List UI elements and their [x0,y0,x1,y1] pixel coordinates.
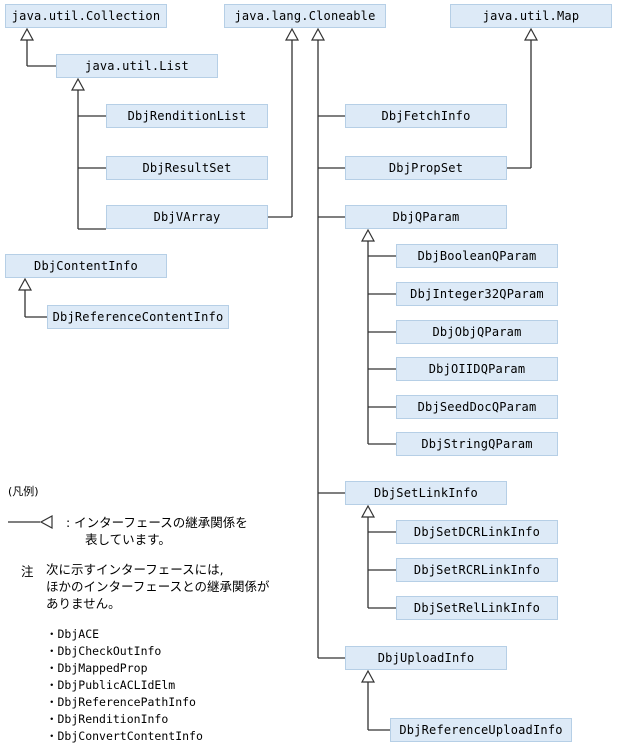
note-body-line3: ありません。 [46,596,121,611]
arrowhead-map [523,27,539,41]
arrowhead-uploadinfo [360,669,376,683]
class-box-dbj-boolean-qparam[interactable]: DbjBooleanQParam [396,244,558,268]
note-marker: 注 [21,564,34,579]
class-box-dbj-varray[interactable]: DbjVArray [106,205,268,229]
class-box-java-lang-cloneable[interactable]: java.lang.Cloneable [224,4,386,28]
class-box-dbj-integer32-qparam[interactable]: DbjInteger32QParam [396,282,558,306]
note-item: ・DbjMappedProp [46,661,148,675]
class-box-dbj-set-link-info[interactable]: DbjSetLinkInfo [345,481,507,505]
arrowhead-list [70,77,86,91]
arrowhead-cloneable-left [284,27,300,41]
arrowhead-cloneable-right [310,27,326,41]
class-box-java-util-map[interactable]: java.util.Map [450,4,612,28]
note-item: ・DbjACE [46,627,100,641]
class-box-dbj-string-qparam[interactable]: DbjStringQParam [396,432,558,456]
arrowhead-setlinkinfo [360,504,376,518]
class-box-dbj-prop-set[interactable]: DbjPropSet [345,156,507,180]
class-box-dbj-oiid-qparam[interactable]: DbjOIIDQParam [396,357,558,381]
class-box-java-util-collection[interactable]: java.util.Collection [5,4,167,28]
class-box-dbj-qparam[interactable]: DbjQParam [345,205,507,229]
class-box-dbj-obj-qparam[interactable]: DbjObjQParam [396,320,558,344]
class-box-dbj-content-info[interactable]: DbjContentInfo [5,254,167,278]
class-box-dbj-result-set[interactable]: DbjResultSet [106,156,268,180]
class-box-java-util-list[interactable]: java.util.List [56,54,218,78]
legend-arrowhead [39,514,53,530]
note-item: ・DbjRenditionInfo [46,712,169,726]
class-box-dbj-set-dcr-link-info[interactable]: DbjSetDCRLinkInfo [396,520,558,544]
note-body-line2: ほかのインターフェースとの継承関係が [46,579,270,594]
class-box-dbj-set-rel-link-info[interactable]: DbjSetRelLinkInfo [396,596,558,620]
class-box-dbj-rendition-list[interactable]: DbjRenditionList [106,104,268,128]
note-item: ・DbjPublicACLIdElm [46,678,176,692]
arrowhead-qparam [360,228,376,242]
note-item: ・DbjConvertContentInfo [46,729,203,743]
arrowhead-contentinfo [17,277,33,291]
note-body-line1: 次に示すインターフェースには, [46,562,224,577]
class-box-dbj-fetch-info[interactable]: DbjFetchInfo [345,104,507,128]
class-box-dbj-seeddoc-qparam[interactable]: DbjSeedDocQParam [396,395,558,419]
note-item: ・DbjCheckOutInfo [46,644,162,658]
class-box-dbj-upload-info[interactable]: DbjUploadInfo [345,646,507,670]
legend-title: (凡例) [8,485,39,498]
legend-description-line1: : インターフェースの継承関係を [66,515,248,530]
class-box-dbj-set-rcr-link-info[interactable]: DbjSetRCRLinkInfo [396,558,558,582]
class-box-dbj-reference-content-info[interactable]: DbjReferenceContentInfo [47,305,229,329]
arrowhead-collection [19,27,35,41]
note-item: ・DbjReferencePathInfo [46,695,196,709]
legend-description-line2: 表しています。 [85,532,171,547]
class-box-dbj-reference-upload-info[interactable]: DbjReferenceUploadInfo [390,718,572,742]
